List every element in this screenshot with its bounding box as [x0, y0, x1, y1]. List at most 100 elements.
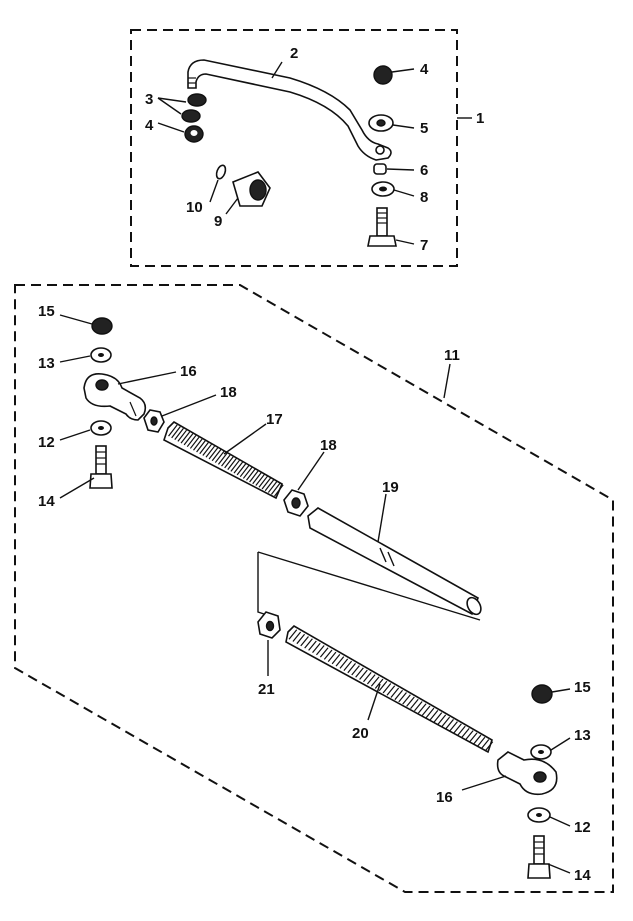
- thread-line: [296, 633, 306, 645]
- nut-part-15-right: [531, 684, 553, 704]
- rod-end-part-16-right: [496, 751, 558, 796]
- callout-14-right: 14: [574, 867, 591, 884]
- thread-line: [410, 698, 419, 710]
- callout-3: 3: [145, 91, 153, 108]
- thread-line: [453, 723, 462, 734]
- thread-line: [267, 480, 278, 493]
- callout-7: 7: [420, 237, 428, 254]
- bushing-part-13-right: [530, 744, 552, 760]
- nut-part-18-upper: [143, 409, 165, 433]
- washer-part-8: [371, 181, 395, 197]
- threaded-rod-part-20: [285, 625, 494, 754]
- thread-line: [351, 665, 360, 676]
- thread-line: [202, 443, 212, 456]
- callout-15-right: 15: [574, 679, 591, 696]
- callout-20: 20: [352, 725, 369, 742]
- thread-line: [331, 654, 341, 665]
- thread-line: [230, 459, 241, 472]
- callout-1: 1: [476, 110, 484, 127]
- callout-18-lower: 18: [320, 437, 337, 454]
- thread-line: [398, 692, 407, 703]
- assembly-1-dashed-box: [130, 29, 458, 267]
- callout-15-left: 15: [38, 303, 55, 320]
- callout-17: 17: [266, 411, 283, 428]
- thread-line: [196, 440, 206, 453]
- thread-line: [366, 674, 376, 685]
- washer-part-12-right: [527, 807, 551, 823]
- threaded-rod-part-17: [163, 421, 284, 500]
- callout-11: 11: [444, 347, 460, 364]
- thread-line: [239, 465, 250, 478]
- thread-line: [304, 638, 313, 649]
- thread-line: [221, 454, 231, 467]
- thread-line: [308, 640, 317, 651]
- callout-18-upper: 18: [220, 384, 237, 401]
- bushing-part-13-left: [90, 347, 112, 363]
- washer-part-5: [368, 114, 394, 132]
- washer-part-12-left: [90, 420, 112, 436]
- nut-part-15-left: [91, 317, 113, 335]
- thread-line: [214, 450, 225, 463]
- callout-10: 10: [186, 199, 203, 216]
- thread-line: [270, 482, 281, 495]
- callout-4-right: 4: [420, 61, 429, 78]
- thread-line: [472, 734, 482, 745]
- thread-line: [174, 428, 184, 440]
- thread-line: [171, 426, 181, 439]
- thread-line: [236, 463, 247, 476]
- bolt-part-14-left: [89, 445, 113, 489]
- thread-line: [406, 696, 415, 707]
- thread-line: [183, 433, 194, 446]
- thread-line: [402, 694, 411, 705]
- thread-line: [417, 703, 427, 714]
- callout-16-right: 16: [436, 789, 453, 806]
- thread-line: [217, 452, 228, 465]
- link-arm-part-2: [187, 59, 392, 161]
- thread-line: [211, 449, 222, 462]
- callout-21: 21: [258, 681, 275, 698]
- callout-12-right: 12: [574, 819, 591, 836]
- assembly-outline: [257, 552, 271, 617]
- bushing-part-6: [373, 163, 387, 175]
- callout-19: 19: [382, 479, 399, 496]
- thread-line: [468, 732, 478, 743]
- thread-line: [386, 685, 396, 696]
- thread-line: [335, 656, 345, 667]
- thread-line: [480, 739, 490, 750]
- thread-line: [180, 431, 191, 444]
- callout-13-right: 13: [574, 727, 591, 744]
- thread-line: [319, 647, 329, 658]
- thread-line: [429, 710, 439, 721]
- thread-line: [246, 468, 256, 481]
- thread-line: [363, 671, 372, 683]
- thread-line: [437, 714, 447, 725]
- thread-line: [484, 741, 494, 752]
- callout-14-left: 14: [38, 493, 55, 510]
- nut-part-4-left: [184, 125, 204, 143]
- thread-line: [476, 736, 486, 748]
- thread-line: [255, 473, 265, 486]
- callout-13-left: 13: [38, 355, 55, 372]
- thread-line: [378, 680, 388, 692]
- callout-9: 9: [214, 213, 222, 230]
- nut-part-18-lower: [283, 489, 309, 517]
- collar-part-9: [232, 171, 271, 207]
- washer-part-3b: [181, 109, 201, 123]
- thread-line: [449, 721, 458, 732]
- thread-line: [205, 445, 216, 458]
- callout-12-left: 12: [38, 434, 55, 451]
- rod-end-part-16-left: [83, 372, 147, 421]
- thread-line: [343, 660, 353, 671]
- thread-line: [193, 438, 203, 451]
- callout-4-left: 4: [145, 117, 154, 134]
- nut-part-21: [257, 611, 281, 639]
- thread-line: [261, 477, 272, 490]
- thread-line: [413, 701, 423, 712]
- thread-line: [258, 475, 269, 488]
- thread-line: [441, 716, 451, 727]
- callout-8: 8: [420, 189, 428, 206]
- callout-6: 6: [420, 162, 428, 179]
- thread-line: [425, 707, 435, 718]
- thread-line: [288, 629, 298, 640]
